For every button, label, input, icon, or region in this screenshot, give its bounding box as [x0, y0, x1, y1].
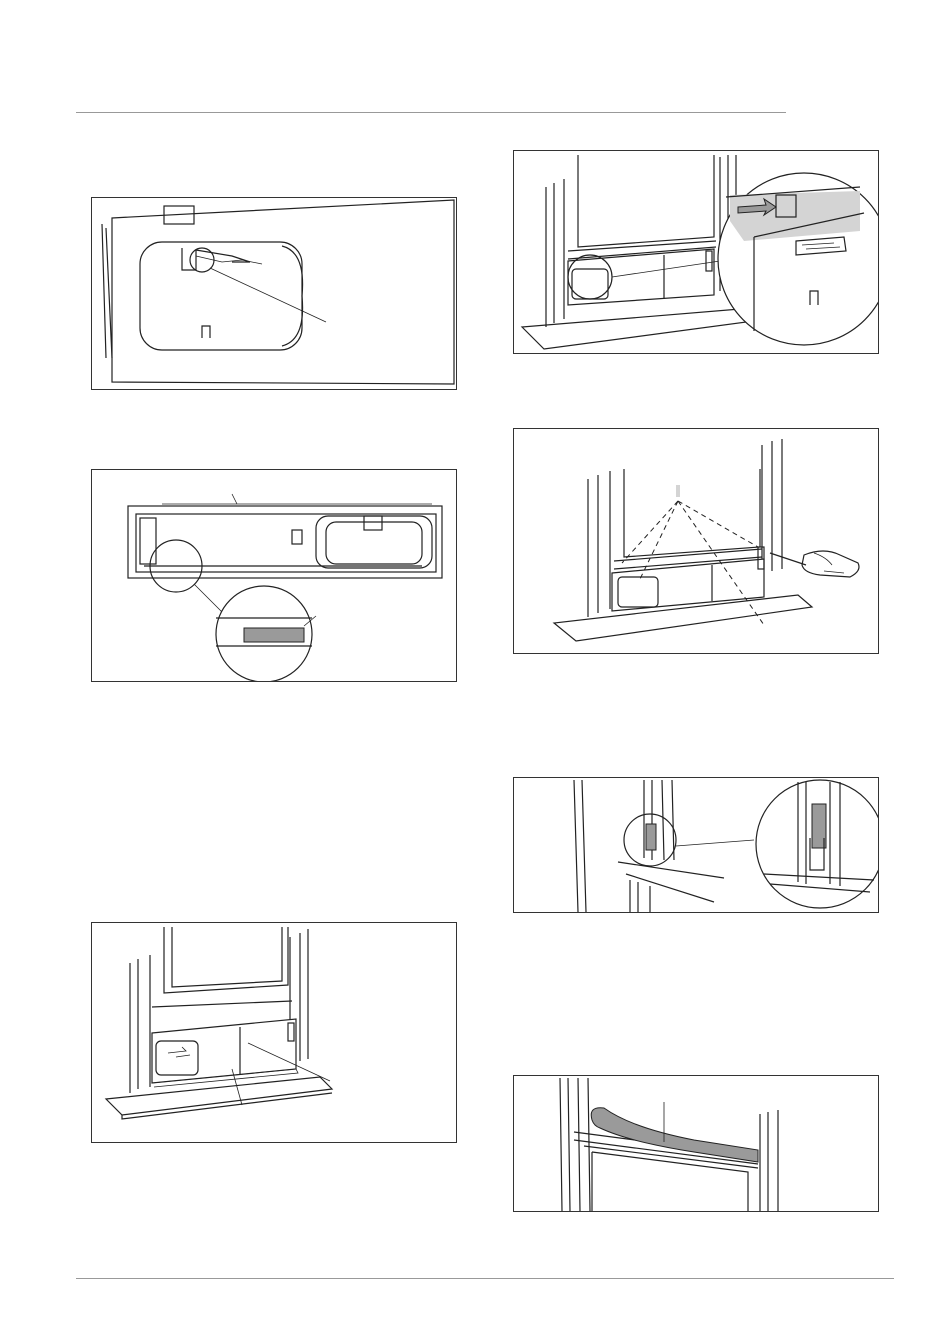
illustration-hose-adapter [92, 198, 456, 389]
figure-foam-seal-strip [513, 1075, 879, 1212]
figure-window-sash-lowered [513, 150, 879, 354]
illustration-slider-in-window [92, 923, 456, 1142]
illustration-foam-seal-strip [514, 1076, 878, 1211]
header-rule [76, 112, 786, 113]
illustration-screw-fastening [514, 429, 878, 653]
figure-hose-adapter [91, 197, 457, 390]
illustration-slider-kit [92, 470, 456, 681]
figure-slider-installed-in-window [91, 922, 457, 1143]
figure-sash-lock-bracket [513, 777, 879, 913]
illustration-sash-lowered [514, 151, 878, 353]
figure-slider-kit-assembly [91, 469, 457, 682]
illustration-sash-lock-bracket [514, 778, 878, 912]
figure-screw-fastening [513, 428, 879, 654]
footer-rule [76, 1278, 894, 1279]
